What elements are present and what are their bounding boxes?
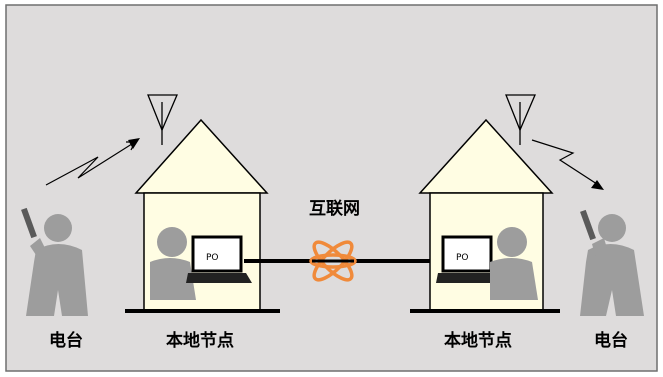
right-radio-user-icon [580, 209, 644, 316]
internet-label: 互联网 [309, 199, 360, 219]
link-cable-right [352, 259, 442, 263]
right-antenna-icon [505, 94, 536, 145]
right-ground-line [410, 309, 560, 313]
right-radio-label: 电台 [594, 330, 628, 351]
link-cable-left [244, 259, 314, 263]
svg-text:PO: PO [456, 253, 469, 263]
right-node-label: 本地节点 [444, 330, 512, 351]
right-signal-arrowhead [591, 180, 604, 190]
right-signal-icon [531, 139, 601, 187]
internet-atom-icon [309, 240, 357, 282]
left-node-label: 本地节点 [166, 330, 234, 351]
left-radio-label: 电台 [49, 330, 83, 351]
left-radio-user-icon [21, 207, 88, 316]
right-house: PO [418, 94, 554, 311]
left-signal-arrowhead [128, 138, 140, 149]
left-antenna-icon [147, 94, 178, 145]
svg-text:PO: PO [206, 253, 219, 263]
diagram-background [5, 4, 658, 372]
left-operator-icon [150, 227, 196, 300]
right-laptop-icon: PO [436, 235, 502, 283]
left-laptop-icon: PO [186, 235, 252, 283]
left-house: PO [134, 94, 269, 311]
left-ground-line [125, 309, 280, 313]
right-operator-icon [490, 227, 538, 300]
